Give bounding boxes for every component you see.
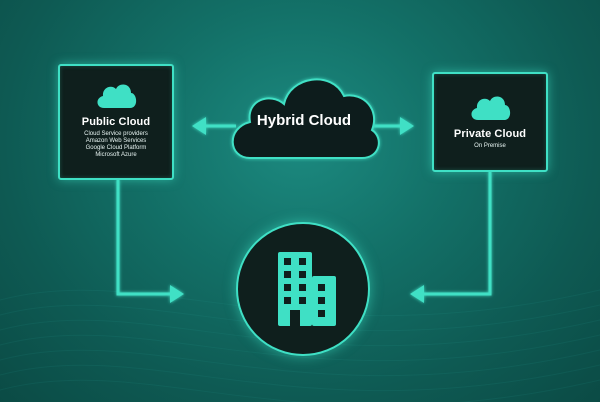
- public-cloud-line: Cloud Service providers: [84, 131, 148, 137]
- private-cloud-details: On Premise: [434, 143, 546, 150]
- connector-private-to-building: [418, 172, 492, 296]
- private-cloud-title: Private Cloud: [453, 128, 527, 140]
- cloud-icon: [97, 84, 137, 108]
- private-cloud-card: Private Cloud On Premise: [432, 72, 548, 172]
- public-cloud-card: Public Cloud Cloud Service providers Ama…: [58, 64, 174, 180]
- private-cloud-line: On Premise: [474, 143, 506, 149]
- arrowhead-right-icon: [400, 117, 414, 135]
- public-cloud-title: Public Cloud: [81, 116, 151, 128]
- hybrid-cloud-label: Hybrid Cloud: [256, 112, 352, 129]
- arrowhead-right-icon: [170, 285, 184, 303]
- cloud-icon: [471, 96, 511, 120]
- arrowhead-left-icon: [192, 117, 206, 135]
- arrowhead-left-icon: [410, 285, 424, 303]
- public-cloud-line: Microsoft Azure: [95, 152, 137, 158]
- office-building-icon: [278, 252, 336, 326]
- public-cloud-line: Amazon Web Services: [85, 138, 147, 144]
- public-cloud-details: Cloud Service providers Amazon Web Servi…: [60, 131, 172, 159]
- on-site-circle: [236, 222, 370, 356]
- connector-public-to-building: [116, 180, 176, 296]
- hybrid-cloud-icon: [231, 78, 380, 159]
- public-cloud-line: Google Cloud Platform: [85, 145, 147, 151]
